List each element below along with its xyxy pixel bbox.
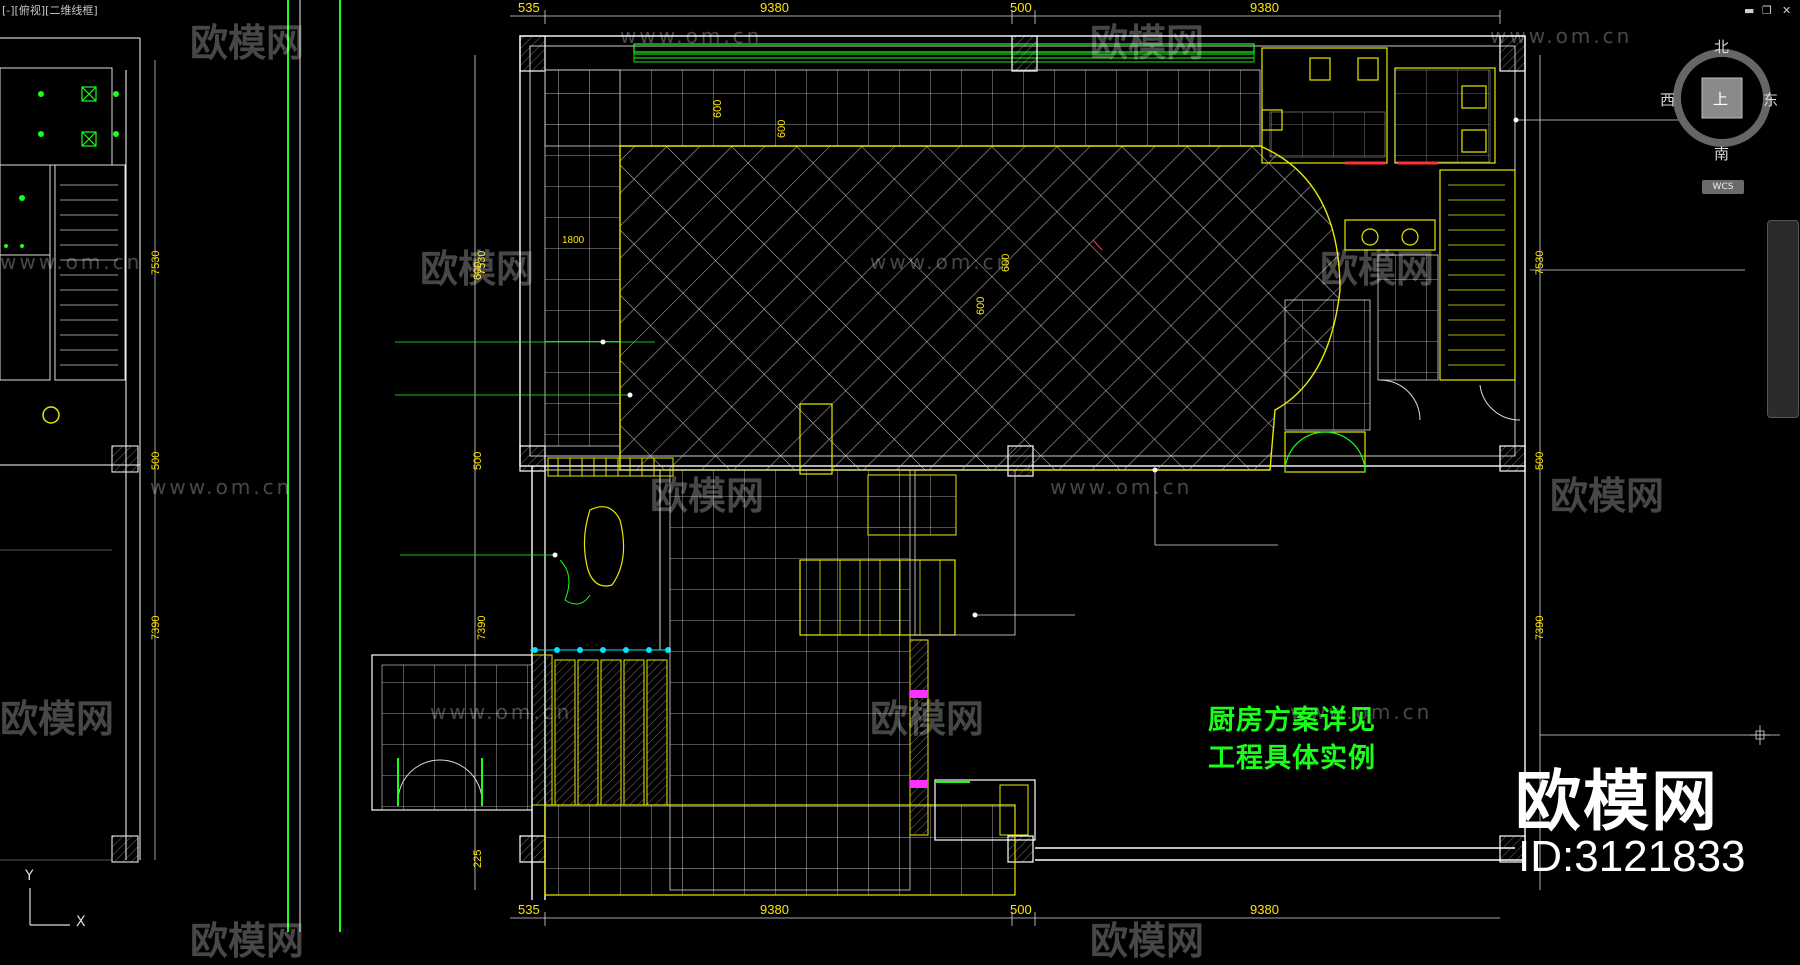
dim-right-3: 7390 bbox=[1534, 615, 1546, 640]
tile-label-3: 1800 bbox=[562, 235, 585, 246]
viewcube-compass[interactable] bbox=[1673, 49, 1771, 147]
tile-label-6: 600 bbox=[975, 296, 987, 315]
left-adjacent-plan bbox=[0, 37, 156, 863]
compass-south[interactable]: 南 bbox=[1714, 145, 1730, 163]
compass-north[interactable]: 北 bbox=[1714, 38, 1730, 56]
viewport-label[interactable]: [-][俯视][二维线框] bbox=[2, 4, 98, 17]
ucs-x-label: X bbox=[76, 914, 86, 930]
close-button[interactable]: ✕ bbox=[1782, 4, 1792, 17]
ucs-icon bbox=[29, 888, 70, 926]
dim-bottom-4: 9380 bbox=[1250, 902, 1279, 917]
dim-top-3: 500 bbox=[1010, 0, 1032, 15]
kitchen-note-line2: 工程具体实例 bbox=[1208, 743, 1376, 774]
dim-right-1: 7530 bbox=[1534, 250, 1546, 275]
tile-label-2: 600 bbox=[776, 119, 788, 138]
dim-panel-2: 500 bbox=[150, 451, 162, 470]
dim-bottom-1: 535 bbox=[518, 902, 540, 917]
tile-label-5: 600 bbox=[1000, 253, 1012, 272]
restore-button[interactable]: ❐ bbox=[1762, 4, 1772, 17]
navigation-bar[interactable] bbox=[1767, 220, 1799, 418]
dim-top-2: 9380 bbox=[760, 0, 789, 15]
dim-panel-1: 7530 bbox=[150, 250, 162, 275]
compass-west[interactable]: 西 bbox=[1660, 91, 1676, 109]
bathroom-fixtures bbox=[1261, 47, 1516, 473]
compass-east[interactable]: 东 bbox=[1763, 91, 1779, 109]
dim-bottom-2: 9380 bbox=[760, 902, 789, 917]
kitchen-note-line1: 厨房方案详见 bbox=[1208, 705, 1376, 736]
minimize-button[interactable]: ▬ bbox=[1744, 4, 1755, 17]
dim-left-3: 7390 bbox=[476, 615, 488, 640]
dim-panel-3: 7390 bbox=[150, 615, 162, 640]
dim-right-2: 500 bbox=[1534, 451, 1546, 470]
brand-id: ID:3121833 bbox=[1518, 832, 1746, 881]
viewcube-top-face[interactable]: 上 bbox=[1713, 90, 1729, 108]
dim-top-4: 9380 bbox=[1250, 0, 1279, 15]
wcs-menu[interactable]: WCS bbox=[1702, 180, 1744, 194]
dim-top-1: 535 bbox=[518, 0, 540, 15]
dim-left-2: 500 bbox=[472, 451, 484, 470]
dim-bottom-3: 500 bbox=[1010, 902, 1032, 917]
ucs-y-label: Y bbox=[25, 868, 34, 884]
floor-plan-drawing bbox=[0, 0, 1780, 932]
dim-left-4: 225 bbox=[472, 849, 484, 868]
tile-label-1: 600 bbox=[712, 99, 724, 118]
tile-label-4: 600 bbox=[472, 261, 484, 280]
dimension-lines bbox=[474, 10, 1541, 926]
brand-logo-text: 欧模网 bbox=[1515, 763, 1719, 840]
